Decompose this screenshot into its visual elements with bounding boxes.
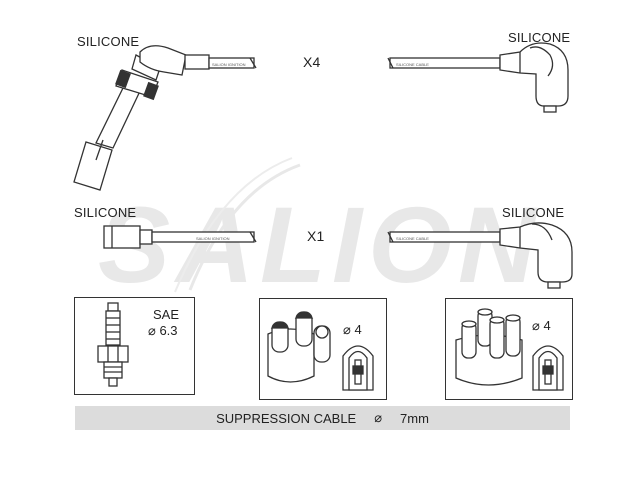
footer-value: 7mm: [400, 410, 429, 426]
diameter-symbol: ⌀: [532, 318, 540, 333]
plug-standard: SAE: [153, 307, 180, 322]
coil-size: 4: [354, 322, 362, 337]
quantity-mid: X1: [307, 228, 325, 244]
watermark: SALION: [98, 184, 542, 305]
terminal-icon-2: [532, 345, 564, 391]
plug-box: [74, 297, 195, 395]
diameter-symbol: ⌀: [148, 323, 156, 338]
cable-top-left: [208, 57, 257, 69]
terminal-icon: [342, 345, 374, 391]
cable-print-left-mid: SALION IGNITION: [196, 236, 230, 241]
coil-boot-icon: [499, 42, 569, 113]
label-mid-right: SILICONE: [502, 205, 565, 220]
diameter-symbol: ⌀: [343, 322, 351, 337]
spark-plug-boot-icon: [73, 45, 210, 191]
label-top-left: SILICONE: [77, 34, 140, 49]
distributor-size: 4: [543, 318, 551, 333]
label-top-right: SILICONE: [508, 30, 571, 45]
suppression-cable-bar: SUPPRESSION CABLE ⌀ 7mm: [75, 406, 570, 430]
cable-print-right-top: SILICONE CABLE: [396, 62, 429, 67]
quantity-top: X4: [303, 54, 321, 70]
spark-plug-icon: [97, 302, 129, 387]
footer-diameter-symbol: ⌀: [374, 410, 383, 425]
distributor-box: [445, 298, 573, 400]
cable-print-right-mid: SILICONE CABLE: [396, 236, 429, 241]
cable-mid-left: [151, 231, 257, 243]
coil-box: [259, 298, 387, 400]
straight-boot-icon: [103, 225, 153, 249]
coil-size-row: ⌀ 4: [343, 322, 362, 338]
plug-size-row: ⌀ 6.3: [148, 323, 178, 339]
footer-label: SUPPRESSION CABLE: [216, 410, 357, 426]
coil-cap-icon: [267, 311, 331, 383]
distributor-cap-icon: [455, 308, 523, 386]
elbow-boot-icon: [499, 222, 573, 289]
distributor-size-row: ⌀ 4: [532, 318, 551, 334]
plug-size: 6.3: [159, 323, 178, 338]
label-mid-left: SILICONE: [74, 205, 137, 220]
cable-print-left-top: SALION IGNITION: [212, 62, 246, 67]
